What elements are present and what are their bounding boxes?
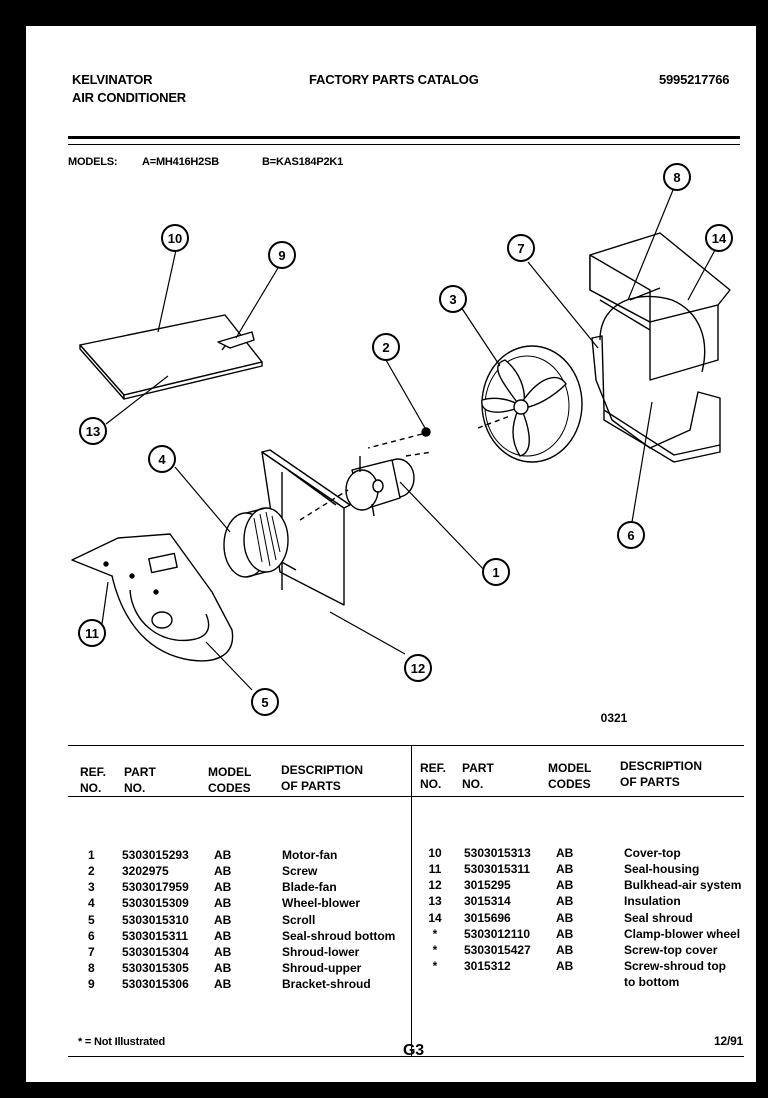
- product-type: AIR CONDITIONER: [72, 90, 187, 105]
- callout-2: 2: [382, 340, 389, 355]
- callout-6: 6: [627, 528, 634, 543]
- table-top-rule: [68, 745, 744, 746]
- catalog-number: 5995217766: [659, 72, 730, 87]
- models-label: MODELS:: [68, 156, 118, 168]
- callout-3: 3: [449, 292, 456, 307]
- callout-12: 12: [411, 661, 425, 676]
- motor-fan-part: [345, 451, 433, 517]
- scroll-part: [71, 533, 234, 662]
- wheel-blower-part: [223, 507, 289, 578]
- model-a: A=MH416H2SB: [142, 156, 219, 168]
- table-bottom-rule: [68, 1056, 744, 1057]
- table-header-rule: [68, 796, 744, 797]
- screw-part: [367, 427, 431, 449]
- shroud-assembly-part: [589, 232, 731, 463]
- model-b: B=KAS184P2K1: [262, 156, 344, 168]
- cover-top-part: [79, 314, 263, 400]
- page-title: FACTORY PARTS CATALOG: [309, 72, 479, 87]
- diagram-code: 0321: [601, 711, 628, 725]
- callout-14: 14: [712, 231, 727, 246]
- header-rule-thick: [68, 136, 740, 139]
- leader-lines: [101, 189, 716, 691]
- callout-7: 7: [517, 241, 524, 256]
- callout-8: 8: [673, 170, 680, 185]
- header-ref-right: REF.NO.: [420, 761, 447, 792]
- revision-date: 12/91: [714, 1034, 744, 1048]
- callout-10: 10: [168, 231, 182, 246]
- callout-4: 4: [158, 452, 166, 467]
- brand-name: KELVINATOR: [72, 72, 153, 87]
- footnote: * = Not Illustrated: [78, 1036, 165, 1048]
- callout-circles: [78, 163, 733, 716]
- page-number: G3: [403, 1042, 424, 1059]
- callout-5: 5: [261, 695, 268, 710]
- callout-13: 13: [86, 424, 100, 439]
- blade-fan-part: [477, 345, 583, 463]
- bracket-shroud-part: [217, 331, 255, 351]
- header-rule-thin: [68, 144, 740, 145]
- callout-9: 9: [278, 248, 285, 263]
- callout-11: 11: [85, 626, 99, 641]
- callout-1: 1: [492, 565, 499, 580]
- exploded-parts-diagram: 1 2 3 4 5 6 7 8 9 10 11 12 13 14 0321: [71, 163, 733, 725]
- header-ref-left: REF.NO.: [80, 765, 107, 796]
- catalog-page: KELVINATOR AIR CONDITIONER FACTORY PARTS…: [26, 26, 756, 1082]
- table-divider: [411, 746, 412, 1056]
